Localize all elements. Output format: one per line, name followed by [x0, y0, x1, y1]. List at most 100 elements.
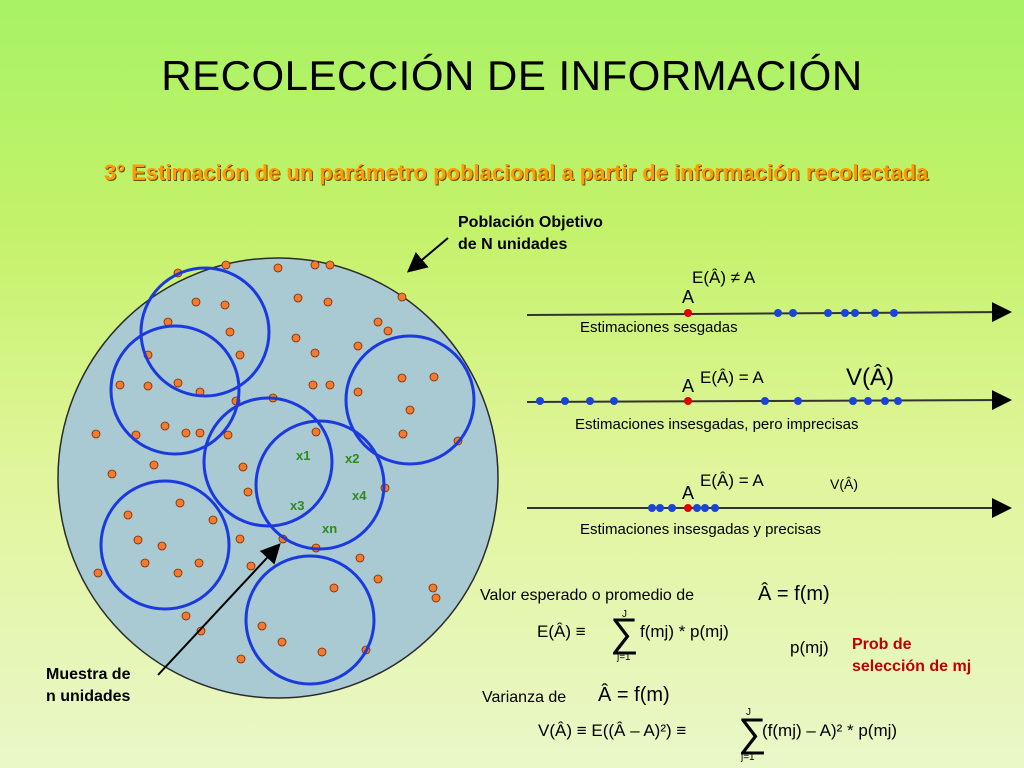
- population-unit-dot: [220, 300, 230, 310]
- estimate-dot: [841, 309, 849, 317]
- slide-title: RECOLECCIÓN DE INFORMACIÓN: [161, 52, 863, 99]
- estimate-dot: [894, 397, 902, 405]
- xn-label: xn: [322, 521, 337, 536]
- sample-label: Muestra de n unidades: [46, 664, 130, 708]
- population-unit-dot: [429, 372, 439, 382]
- line2-caption: Estimaciones insesgadas, pero imprecisas: [575, 416, 859, 433]
- variance-formula-lhs: V(Â) ≡ E((Â – A)²) ≡: [538, 721, 687, 740]
- population-unit-dot: [235, 350, 245, 360]
- population-unit-dot: [310, 260, 320, 270]
- line3-param: A: [682, 483, 695, 503]
- estimate-dot: [610, 397, 618, 405]
- population-unit-dot: [191, 297, 201, 307]
- population-unit-dot: [308, 380, 318, 390]
- estimate-dot: [864, 397, 872, 405]
- line-biased: [526, 302, 1012, 323]
- population-unit-dot: [325, 260, 335, 270]
- estimate-dot: [794, 397, 802, 405]
- population-unit-dot: [133, 535, 143, 545]
- population-unit-dot: [243, 487, 253, 497]
- population-unit-dot: [373, 317, 383, 327]
- sum-top: J: [746, 707, 751, 718]
- population-unit-dot: [353, 341, 363, 351]
- estimate-dot: [824, 309, 832, 317]
- estimate-dot: [656, 504, 664, 512]
- estimate-dots: [536, 309, 902, 512]
- population-unit-dot: [397, 292, 407, 302]
- population-unit-dot: [221, 260, 231, 270]
- population-unit-dot: [173, 568, 183, 578]
- prob-term: p(mj): [790, 638, 829, 657]
- population-unit-dot: [405, 405, 415, 415]
- variance-label: Varianza de: [482, 689, 567, 706]
- prob-label-line2: selección de mj: [852, 658, 972, 675]
- population-circle: [57, 257, 499, 699]
- population-unit-dot: [277, 637, 287, 647]
- x2-label: x2: [345, 451, 359, 466]
- estimate-dot: [851, 309, 859, 317]
- true-parameter-dot: [684, 397, 692, 405]
- sample-unit-labels: x1 x2 x3 x4 xn: [290, 448, 367, 536]
- population-unit-dot: [194, 558, 204, 568]
- population-unit-dot: [173, 378, 183, 388]
- sample-circle: [109, 324, 241, 456]
- line2-variance: V(Â): [846, 364, 894, 391]
- sample-label-line2: n unidades: [46, 688, 131, 705]
- line1-caption: Estimaciones sesgadas: [580, 319, 738, 336]
- sample-circle: [254, 419, 386, 551]
- sum-bottom: j=1: [616, 652, 631, 663]
- estimate-dot: [761, 397, 769, 405]
- population-unit-dot: [353, 387, 363, 397]
- population-arrow: [406, 237, 449, 273]
- population-unit-dot: [223, 430, 233, 440]
- population-unit-dot: [123, 510, 133, 520]
- population-unit-dot: [196, 626, 206, 636]
- estimate-dot: [871, 309, 879, 317]
- prob-label-line1: Prob de: [852, 636, 912, 653]
- sample-circles: [99, 266, 476, 686]
- estimate-dot: [711, 504, 719, 512]
- population-unit-dot: [175, 498, 185, 508]
- sum-symbol-variance: ∑: [738, 711, 767, 755]
- line3-variance: V(Â): [830, 476, 858, 492]
- sum-bottom: j=1: [740, 752, 755, 763]
- population-unit-dot: [225, 327, 235, 337]
- estimate-dot: [789, 309, 797, 317]
- true-parameter-dot: [684, 309, 692, 317]
- population-label-line1: Población Objetivo: [458, 214, 603, 231]
- population-unit-dot: [140, 558, 150, 568]
- population-unit-dot: [431, 593, 441, 603]
- estimate-dot: [586, 397, 594, 405]
- estimate-dot: [648, 504, 656, 512]
- population-unit-dot: [208, 515, 218, 525]
- expected-estimator: Â = f(m): [758, 583, 830, 605]
- x1-label: x1: [296, 448, 310, 463]
- line1-relation: E(Â) ≠ A: [692, 268, 756, 287]
- population-unit-dot: [143, 381, 153, 391]
- population-unit-dot: [310, 348, 320, 358]
- sum-limits: J j=1 J j=1: [616, 609, 755, 763]
- population-unit-dot: [323, 297, 333, 307]
- population-unit-dot: [397, 373, 407, 383]
- expected-formula-lhs: E(Â) ≡: [537, 622, 586, 641]
- x3-label: x3: [290, 498, 304, 513]
- population-unit-dot: [373, 574, 383, 584]
- sum-top: J: [622, 609, 627, 620]
- sample-circle: [344, 334, 476, 466]
- estimate-dot: [668, 504, 676, 512]
- population-unit-dot: [238, 462, 248, 472]
- estimate-dot: [693, 504, 701, 512]
- population-unit-dot: [329, 583, 339, 593]
- sum-symbols: ∑ ∑: [610, 611, 767, 755]
- population-unit-dot: [428, 583, 438, 593]
- population-unit-dot: [91, 429, 101, 439]
- line2-relation: E(Â) = A: [700, 368, 764, 387]
- population-unit-dot: [383, 326, 393, 336]
- prob-label: Prob de selección de mj: [852, 634, 971, 678]
- line1-param: A: [682, 287, 695, 307]
- population-unit-dot: [246, 561, 256, 571]
- population-unit-dot: [93, 568, 103, 578]
- population-unit-dot: [355, 553, 365, 563]
- population-unit-dot: [257, 621, 267, 631]
